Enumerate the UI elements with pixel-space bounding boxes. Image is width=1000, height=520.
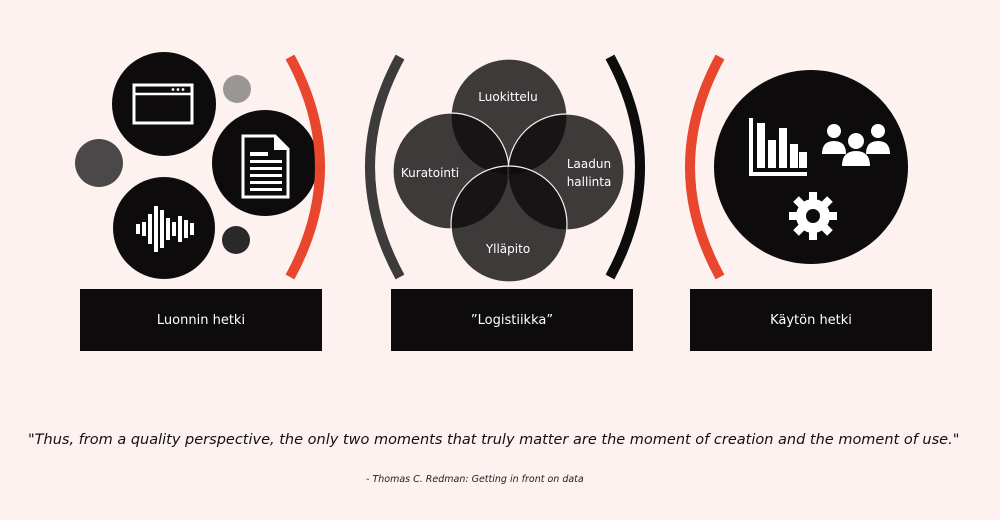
red-arc-right: [285, 54, 325, 280]
label-logistiikka: ”Logistiikka”: [391, 289, 633, 351]
black-arc-right: [605, 54, 645, 280]
venn-label-left: Kuratointi: [401, 166, 459, 180]
audio-waveform-icon: [113, 177, 215, 279]
small-gray-circle: [223, 75, 251, 103]
use-group: [685, 54, 908, 280]
quote-text: "Thus, from a quality perspective, the o…: [28, 432, 960, 448]
logistics-group: Luokittelu Kuratointi Laadun hallinta Yl…: [365, 54, 645, 283]
quote-attribution: - Thomas C. Redman: Getting in front on …: [366, 474, 584, 485]
red-arc-left: [685, 54, 725, 280]
venn-label-top: Luokittelu: [478, 90, 537, 104]
creation-group: [75, 52, 325, 280]
circle-yllapito: [450, 165, 568, 283]
venn-label-right-1: Laadun: [567, 157, 611, 171]
gray-arc-left: [365, 54, 405, 280]
venn-label-right-2: hallinta: [567, 175, 612, 189]
venn-label-bottom: Ylläpito: [485, 242, 530, 256]
use-circle: [714, 70, 908, 264]
venn-diagram: [392, 58, 625, 283]
gear-icon: [789, 192, 837, 240]
document-icon: [212, 110, 318, 216]
people-icon: [822, 124, 890, 166]
label-luonnin-hetki: Luonnin hetki: [80, 289, 322, 351]
browser-window-icon: [112, 52, 216, 156]
small-dark-circle: [222, 226, 250, 254]
label-kayton-hetki: Käytön hetki: [690, 289, 932, 351]
medium-gray-circle: [75, 139, 123, 187]
bar-chart-icon: [749, 118, 807, 176]
